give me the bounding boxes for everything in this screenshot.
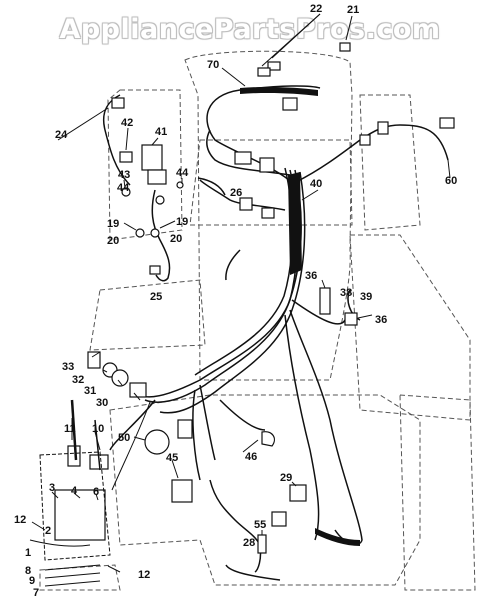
watermark-text: AppliancePartsPros.com bbox=[59, 14, 441, 45]
callout-labels: 22 21 70 24 42 41 43 44 44 26 40 60 19 1… bbox=[14, 3, 457, 599]
callout-20a: 20 bbox=[107, 235, 119, 247]
callout-39: 39 bbox=[360, 291, 372, 303]
callout-25: 25 bbox=[150, 291, 162, 303]
callout-10: 10 bbox=[92, 423, 104, 435]
wiring-harness bbox=[103, 85, 449, 581]
part-43-fastener bbox=[121, 187, 131, 197]
callout-42: 42 bbox=[121, 117, 133, 129]
components bbox=[54, 42, 455, 554]
part-60-connector bbox=[439, 117, 455, 129]
part-39-switch bbox=[344, 312, 358, 326]
part-45-module bbox=[171, 479, 193, 503]
callout-26: 26 bbox=[230, 187, 242, 199]
part-55-fuse bbox=[257, 534, 267, 554]
callout-46: 46 bbox=[245, 451, 257, 463]
battery-assembly bbox=[29, 399, 151, 587]
callout-55: 55 bbox=[254, 519, 266, 531]
part-30-connector bbox=[129, 382, 147, 398]
part-battery bbox=[54, 489, 106, 541]
callout-33: 33 bbox=[62, 361, 74, 373]
callout-44b: 44 bbox=[176, 167, 189, 179]
part-21-connector bbox=[339, 42, 351, 52]
callout-40: 40 bbox=[310, 178, 322, 190]
callout-44a: 44 bbox=[117, 182, 130, 194]
callout-1: 1 bbox=[25, 547, 31, 559]
callout-3: 3 bbox=[49, 482, 55, 494]
part-42-bracket bbox=[119, 151, 133, 163]
leader-lines bbox=[31, 13, 451, 573]
tractor-outline bbox=[39, 50, 476, 591]
callout-36b: 36 bbox=[375, 314, 387, 326]
callout-28: 28 bbox=[243, 537, 255, 549]
part-31-switch bbox=[111, 369, 129, 387]
callout-7: 7 bbox=[33, 587, 39, 599]
callout-4: 4 bbox=[71, 485, 78, 497]
callout-45: 45 bbox=[166, 452, 178, 464]
callout-70: 70 bbox=[207, 59, 219, 71]
part-41-switch bbox=[141, 144, 163, 171]
part-22-connector bbox=[267, 61, 281, 71]
part-33-ignition bbox=[87, 351, 101, 369]
part-29-relay bbox=[289, 484, 307, 502]
callout-22: 22 bbox=[310, 3, 322, 15]
callout-19b: 19 bbox=[176, 216, 188, 228]
part-50-solenoid bbox=[144, 429, 170, 455]
part-20-nut bbox=[135, 228, 145, 238]
callout-2: 2 bbox=[45, 525, 51, 537]
callout-29: 29 bbox=[280, 472, 292, 484]
callout-31: 31 bbox=[84, 385, 96, 397]
callout-36a: 36 bbox=[305, 270, 317, 282]
callout-19a: 19 bbox=[107, 218, 119, 230]
callout-38: 38 bbox=[340, 287, 352, 299]
callout-60: 60 bbox=[445, 175, 457, 187]
callout-32: 32 bbox=[72, 374, 84, 386]
callout-12a: 12 bbox=[14, 514, 26, 526]
part-25-terminal bbox=[149, 265, 161, 275]
callout-9: 9 bbox=[29, 575, 35, 587]
part-46-terminal bbox=[261, 431, 275, 447]
callout-50: 50 bbox=[118, 432, 130, 444]
callout-24: 24 bbox=[55, 129, 68, 141]
callout-20b: 20 bbox=[170, 233, 182, 245]
part-70-connector bbox=[282, 97, 298, 111]
callout-12b: 12 bbox=[138, 569, 150, 581]
callout-8: 8 bbox=[25, 565, 31, 577]
harness-tape bbox=[240, 86, 360, 546]
callout-6: 6 bbox=[93, 486, 99, 498]
callout-30: 30 bbox=[96, 397, 108, 409]
callout-11: 11 bbox=[64, 423, 76, 435]
part-26-connector bbox=[239, 197, 253, 211]
callout-43: 43 bbox=[118, 169, 130, 181]
connector-block bbox=[234, 151, 252, 165]
callout-41: 41 bbox=[155, 126, 167, 138]
part-36-bracket bbox=[319, 287, 331, 315]
callout-21: 21 bbox=[347, 4, 359, 16]
